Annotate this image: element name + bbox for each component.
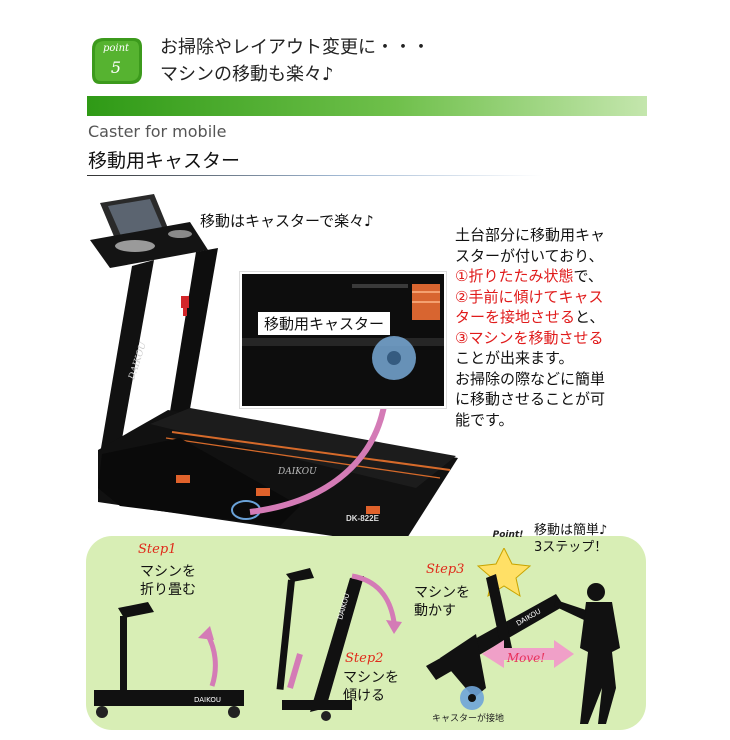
- desc-step-2b: ターを接地させる: [455, 308, 576, 326]
- desc-step-1: ①折りたたみ状態: [455, 267, 574, 285]
- headline-line-1: お掃除やレイアウト変更に・・・: [160, 37, 430, 58]
- step1-folded-treadmill: DAIKOU: [94, 602, 244, 718]
- headline-line-2: マシンの移動も楽々♪: [160, 64, 334, 85]
- desc-line: ことが出来ます。: [455, 349, 574, 367]
- desc-line: お掃除の際などに簡単: [455, 369, 606, 388]
- caster-inset-label: 移動用キャスター: [258, 312, 391, 335]
- deck-brand-text: DAIKOU: [277, 467, 317, 477]
- caster-inset: [240, 272, 446, 408]
- point-badge: [92, 38, 142, 84]
- step3-moving-treadmill: DAIKOU: [426, 548, 620, 724]
- badge-number: 5: [110, 58, 122, 77]
- section-title-jp: 移動用キャスター: [88, 150, 241, 172]
- step2-text: マシンを 傾ける: [343, 670, 399, 704]
- desc-line: に移動させることが可: [455, 390, 606, 408]
- desc-line: ①折りたたみ状態で、: [455, 267, 603, 285]
- badge-label: point: [102, 43, 130, 54]
- desc-step-3: ③マシンを移動させる: [455, 328, 604, 347]
- desc-line: ターを接地させると、: [455, 308, 605, 326]
- step2-title: Step2: [345, 651, 384, 666]
- step1-text: マシンを 折り畳む: [140, 564, 196, 598]
- point-star-label: Point!: [492, 530, 524, 540]
- step3-title: Step3: [426, 562, 465, 577]
- step1-brand: DAIKOU: [194, 696, 221, 704]
- easy-text: 移動は簡単♪ 3ステップ！: [534, 523, 608, 555]
- desc-line: スターが付いており、: [455, 246, 604, 265]
- step3-text: マシンを 動かす: [414, 585, 470, 619]
- caster-closeup: [242, 274, 444, 406]
- move-label: Move!: [506, 651, 546, 665]
- caster-ground-label: キャスターが接地: [432, 714, 505, 724]
- model-text: DK-822E: [346, 514, 380, 523]
- description: 土台部分に移動用キャ スターが付いており、 ①折りたたみ状態で、 ②手前に傾けて…: [455, 225, 660, 430]
- treadmill-photo: DAIKOU DK-822E DAIKOU: [90, 194, 458, 546]
- desc-line: 土台部分に移動用キャ: [455, 226, 606, 244]
- headline: お掃除やレイアウト変更に・・・ マシンの移動も楽々♪: [160, 34, 430, 88]
- step2-tilted-treadmill: DAIKOU: [276, 568, 402, 721]
- photo-caption: 移動はキャスターで楽々♪: [200, 212, 374, 230]
- section-title-en: Caster for mobile: [88, 122, 227, 141]
- desc-step-2: ②手前に傾けてキャス: [455, 287, 604, 306]
- desc-line: 能です。: [455, 410, 514, 429]
- step1-title: Step1: [138, 542, 177, 557]
- green-divider-bar: [87, 96, 647, 116]
- section-rule: [87, 175, 542, 176]
